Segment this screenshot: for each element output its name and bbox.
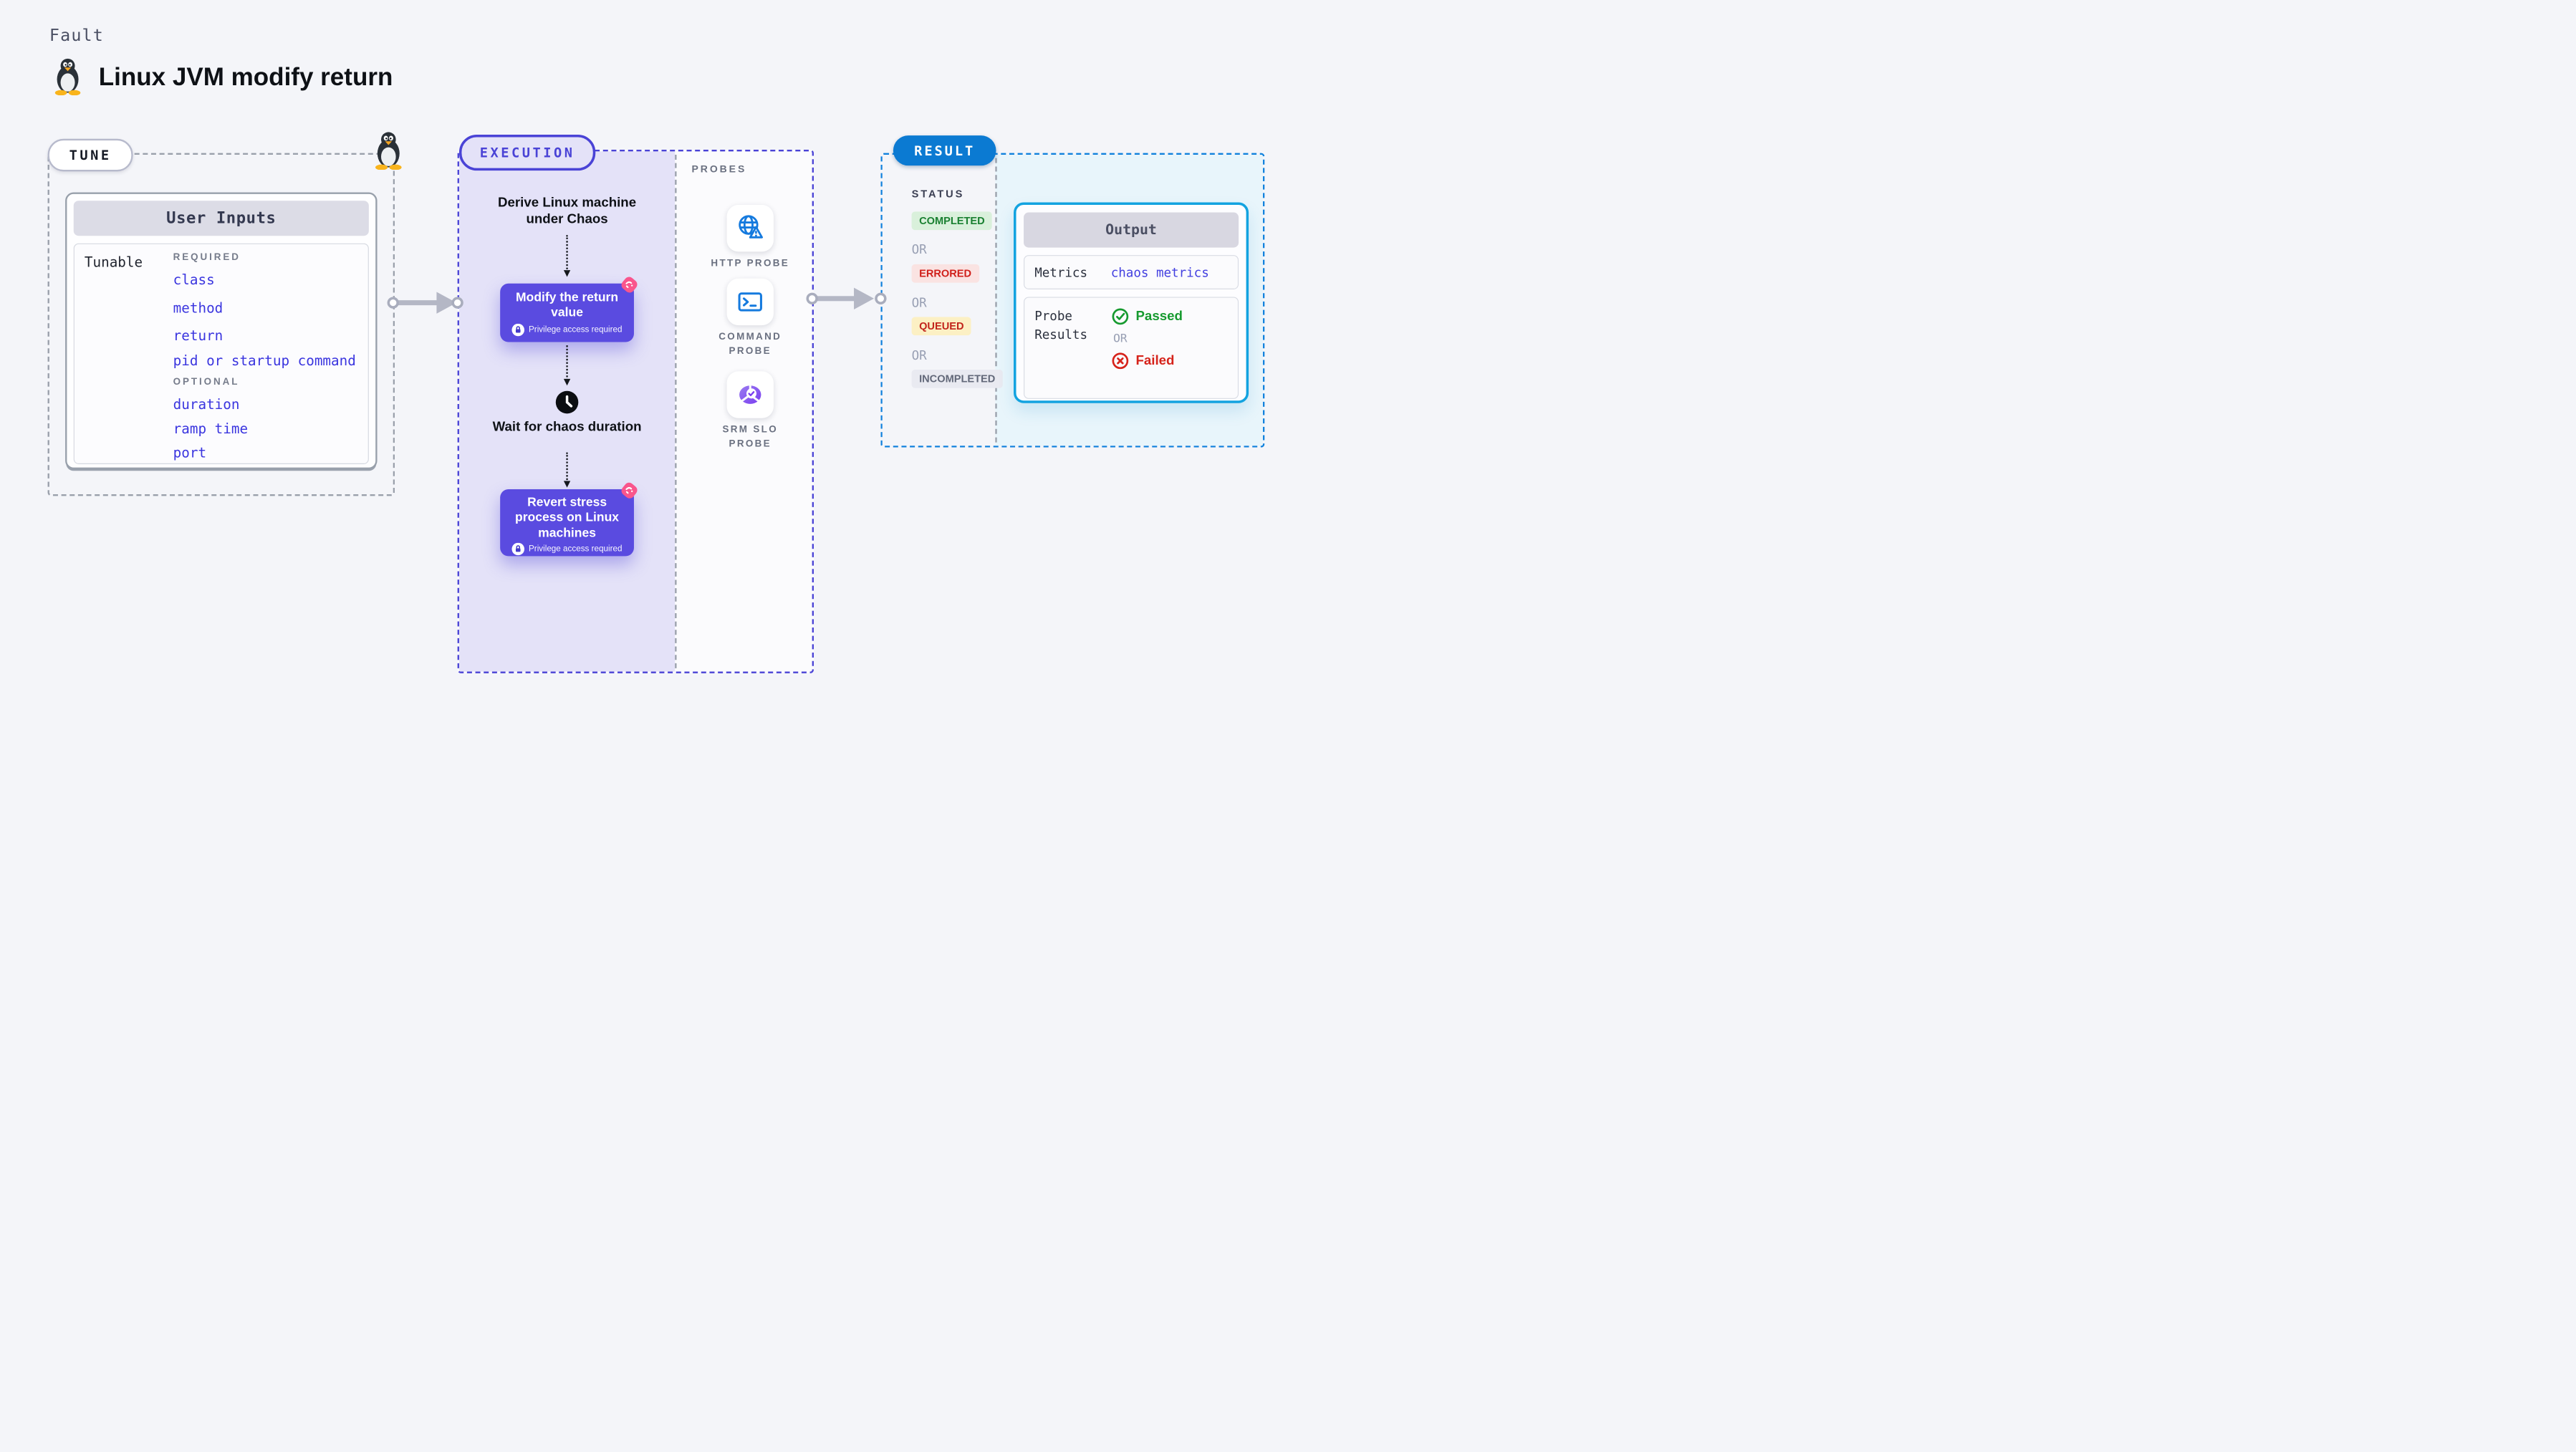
result-pill: RESULT xyxy=(893,135,996,166)
flow-arrow-down-icon xyxy=(563,235,570,277)
connector-tune-execution xyxy=(393,300,441,306)
page-title: Linux JVM modify return xyxy=(98,63,393,92)
step-wait-text: Wait for chaos duration xyxy=(492,420,642,434)
param-pid-or-startup-command: pid or startup command xyxy=(173,352,356,369)
step-derive-text: Derive Linux machine under Chaos xyxy=(498,196,637,227)
passed-label: Passed xyxy=(1135,309,1183,324)
or-label: OR xyxy=(911,295,927,311)
tune-section xyxy=(47,153,395,496)
status-badge-completed: COMPLETED xyxy=(911,211,993,231)
connector-execution-result xyxy=(812,296,856,302)
connector-endpoint-icon xyxy=(806,292,818,304)
tunable-label: Tunable xyxy=(84,254,143,271)
tux-linux-icon xyxy=(375,132,402,170)
param-duration: duration xyxy=(173,396,240,413)
node-title: Modify the return value xyxy=(516,290,619,320)
tune-pill: TUNE xyxy=(47,138,133,172)
connector-arrowhead-icon xyxy=(854,287,875,309)
x-circle-icon xyxy=(1112,352,1129,370)
command-probe-card xyxy=(726,278,774,326)
fault-diagram: Fault Linux JVM modify return TUNE User … xyxy=(0,0,1288,726)
param-method: method xyxy=(173,300,224,317)
or-label: OR xyxy=(1112,332,1128,346)
param-port: port xyxy=(173,445,207,461)
status-label: STATUS xyxy=(911,188,965,201)
failed-label: Failed xyxy=(1135,353,1175,368)
or-label: OR xyxy=(911,347,927,363)
privilege-text: Privilege access required xyxy=(529,544,623,554)
output-title: Output xyxy=(1024,212,1239,248)
srm-slo-probe-card xyxy=(726,371,774,418)
chaos-logo-icon xyxy=(621,277,638,293)
execution-pill: EXECUTION xyxy=(458,134,596,171)
lock-icon xyxy=(511,542,525,556)
flow-arrow-down-icon xyxy=(563,345,570,386)
metrics-value: chaos metrics xyxy=(1110,264,1209,280)
command-probe-label: COMMAND PROBE xyxy=(719,332,782,357)
param-ramp-time: ramp time xyxy=(173,420,249,437)
probe-results-row: Probe Results Passed OR xyxy=(1024,297,1239,399)
chaos-logo-icon xyxy=(621,482,638,499)
clock-icon xyxy=(555,390,579,414)
node-title: Revert stress process on Linux machines xyxy=(515,495,620,540)
status-badge-errored: ERRORED xyxy=(911,264,979,283)
fault-kicker: Fault xyxy=(49,25,105,46)
param-class: class xyxy=(173,271,215,288)
http-probe-card xyxy=(726,205,774,252)
user-inputs-title: User Inputs xyxy=(73,201,369,236)
param-return: return xyxy=(173,327,224,344)
metrics-label: Metrics xyxy=(1034,264,1088,280)
connector-endpoint-icon xyxy=(451,297,463,309)
connector-endpoint-icon xyxy=(875,292,887,304)
terminal-icon xyxy=(738,292,762,312)
result-status-divider xyxy=(995,158,997,443)
http-probe-label: HTTP PROBE xyxy=(711,258,790,269)
slo-gauge-icon xyxy=(739,385,761,404)
node-modify-return: Modify the return value Privilege access… xyxy=(500,283,634,342)
probe-results-label: Probe Results xyxy=(1034,308,1088,342)
srm-slo-probe-label: SRM SLO PROBE xyxy=(722,425,778,450)
result-section: STATUS COMPLETED OR ERRORED OR QUEUED OR… xyxy=(880,153,1265,448)
user-inputs-card: User Inputs Tunable REQUIRED class metho… xyxy=(65,192,378,469)
execution-section: PROBES Derive Linux machine under Chaos … xyxy=(457,149,814,673)
metrics-row: Metrics chaos metrics xyxy=(1024,255,1239,289)
privilege-text: Privilege access required xyxy=(529,324,623,335)
or-label: OR xyxy=(911,241,927,257)
probes-label: PROBES xyxy=(691,163,747,176)
connector-endpoint-icon xyxy=(387,297,399,309)
required-label: REQUIRED xyxy=(173,252,241,263)
status-badge-incompleted: INCOMPLETED xyxy=(911,370,1003,388)
tux-linux-icon xyxy=(54,58,81,96)
optional-label: OPTIONAL xyxy=(173,377,240,388)
node-revert-stress: Revert stress process on Linux machines … xyxy=(500,489,634,557)
globe-alert-icon xyxy=(739,215,763,239)
lock-icon xyxy=(511,323,525,336)
flow-arrow-down-icon xyxy=(563,452,570,488)
status-badge-queued: QUEUED xyxy=(911,317,972,336)
user-inputs-list: Tunable REQUIRED class method return pid… xyxy=(73,243,369,464)
execution-probes-divider xyxy=(675,154,677,668)
check-circle-icon xyxy=(1112,308,1129,325)
output-card: Output Metrics chaos metrics Probe Resul… xyxy=(1014,202,1249,403)
